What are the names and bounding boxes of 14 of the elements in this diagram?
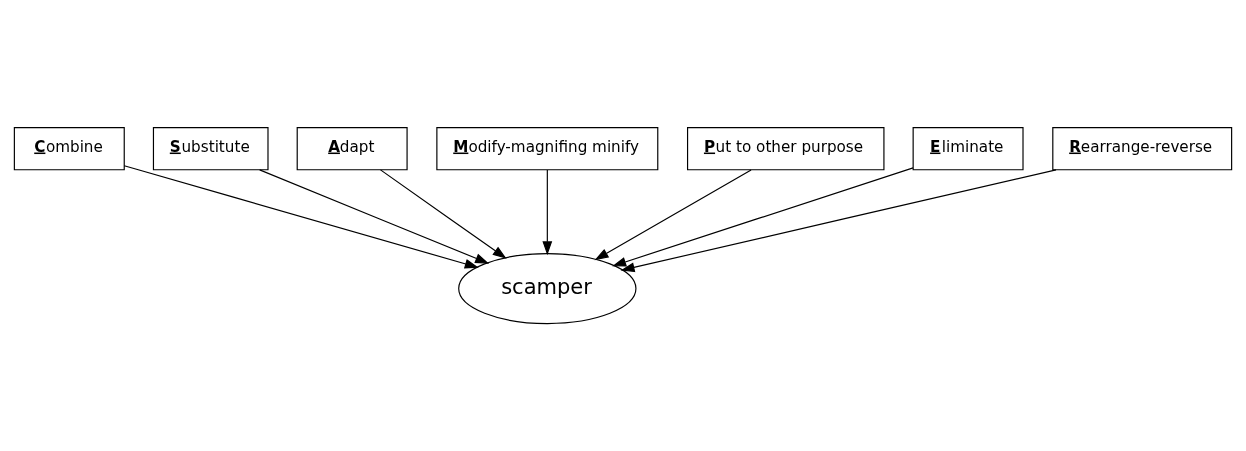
node-box: Rearrange-reverse: [1052, 127, 1233, 171]
arrow: [612, 167, 914, 267]
node-box: Adapt: [296, 127, 408, 171]
arrow: [542, 169, 553, 256]
arrow: [123, 165, 479, 269]
arrow: [379, 169, 507, 259]
node-box: Modify-magnifing minify: [436, 127, 659, 171]
node-box: Eliminate: [912, 127, 1024, 171]
arrow: [620, 169, 1057, 273]
node-box: Substitute: [152, 127, 269, 171]
arrow: [259, 169, 490, 264]
arrow: [594, 169, 752, 261]
node-box: Put to other purpose: [687, 127, 885, 171]
node-box: Combine: [13, 127, 125, 171]
